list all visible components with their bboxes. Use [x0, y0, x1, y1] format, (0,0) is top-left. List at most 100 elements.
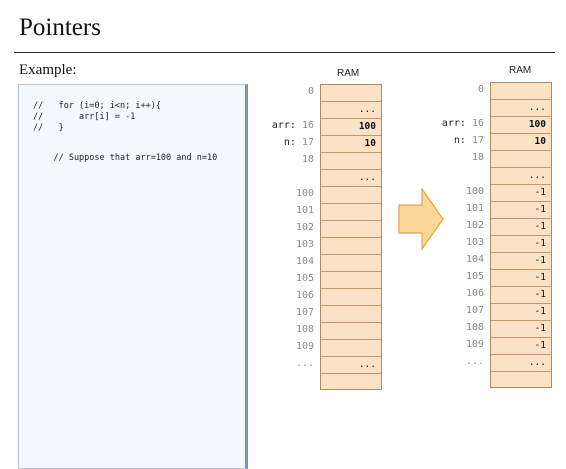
memory-cell: -1 — [490, 218, 552, 235]
address-number: 106 — [295, 290, 314, 301]
memory-cell: -1 — [490, 269, 552, 286]
memory-address: 103 — [432, 235, 484, 251]
memory-cell — [320, 152, 382, 169]
address-number: ... — [295, 358, 314, 369]
memory-address: 0 — [432, 82, 484, 98]
memory-address: ... — [432, 354, 484, 370]
memory-cell — [320, 84, 382, 101]
address-number: 17 — [301, 137, 314, 148]
memory-cell: 10 — [490, 133, 552, 150]
address-number: 101 — [465, 203, 484, 214]
memory-address: 106 — [432, 286, 484, 302]
address-number: 18 — [471, 152, 484, 163]
memory-address: 101 — [432, 201, 484, 217]
address-number: ... — [465, 356, 484, 367]
address-number: 103 — [465, 237, 484, 248]
memory-address: 105 — [262, 271, 314, 287]
title-divider — [14, 52, 555, 53]
address-number: 108 — [465, 322, 484, 333]
address-number: 100 — [465, 186, 484, 197]
memory-cell — [320, 322, 382, 339]
memory-cell: -1 — [490, 320, 552, 337]
address-number: 105 — [295, 273, 314, 284]
memory-cell: 10 — [320, 135, 382, 152]
memory-address: arr: 16 — [262, 118, 314, 134]
memory-cell: 100 — [490, 116, 552, 133]
memory-cell: ... — [320, 356, 382, 373]
address-number: 107 — [465, 305, 484, 316]
variable-name: arr: — [271, 120, 296, 131]
address-number: 106 — [465, 288, 484, 299]
memory-cell: 100 — [320, 118, 382, 135]
memory-address: 102 — [262, 220, 314, 236]
memory-cell: ... — [320, 101, 382, 118]
memory-address: 104 — [432, 252, 484, 268]
memory-address: 0 — [262, 84, 314, 100]
memory-address: 104 — [262, 254, 314, 270]
memory-address: 18 — [432, 150, 484, 166]
address-number: 102 — [465, 220, 484, 231]
memory-address: n: 17 — [432, 133, 484, 149]
memory-address: 100 — [262, 186, 314, 202]
memory-address: 101 — [262, 203, 314, 219]
memory-cell: -1 — [490, 252, 552, 269]
code-line: // Suppose that arr=100 and n=10 — [33, 153, 218, 163]
memory-cell: ... — [490, 99, 552, 116]
memory-cell — [320, 203, 382, 220]
memory-cell: -1 — [490, 235, 552, 252]
variable-name: n: — [283, 137, 296, 148]
memory-cell: ... — [490, 167, 552, 184]
memory-cell — [320, 254, 382, 271]
transition-arrow-icon — [398, 188, 444, 250]
memory-cell — [320, 339, 382, 356]
address-number: 17 — [471, 135, 484, 146]
memory-cell — [320, 186, 382, 203]
address-number: 109 — [295, 341, 314, 352]
memory-address: 108 — [432, 320, 484, 336]
memory-cell: -1 — [490, 201, 552, 218]
memory-address: 108 — [262, 322, 314, 338]
memory-address: 109 — [262, 339, 314, 355]
address-number: 0 — [307, 86, 314, 97]
memory-address: 102 — [432, 218, 484, 234]
memory-cell: ... — [490, 354, 552, 371]
code-line: // arr[i] = -1 — [33, 112, 136, 122]
address-number: 100 — [295, 188, 314, 199]
memory-cell — [320, 373, 382, 390]
memory-address: 106 — [262, 288, 314, 304]
memory-cell: ... — [320, 169, 382, 186]
memory-cell: -1 — [490, 337, 552, 354]
code-line: // } — [33, 123, 64, 133]
memory-address: 107 — [432, 303, 484, 319]
memory-address: 18 — [262, 152, 314, 168]
variable-name: arr: — [441, 118, 466, 129]
memory-cell — [320, 288, 382, 305]
variable-name: n: — [453, 135, 466, 146]
address-number: 0 — [477, 84, 484, 95]
memory-cell: -1 — [490, 184, 552, 201]
memory-address: n: 17 — [262, 135, 314, 151]
ram-title-after: RAM — [509, 65, 532, 76]
memory-address: ... — [262, 356, 314, 372]
code-line: // for (i=0; i<n; i++){ — [33, 101, 161, 111]
address-number: 104 — [465, 254, 484, 265]
memory-cell: -1 — [490, 303, 552, 320]
memory-cell — [490, 150, 552, 167]
address-number: 109 — [465, 339, 484, 350]
memory-address: 107 — [262, 305, 314, 321]
address-number: 101 — [295, 205, 314, 216]
memory-address: 103 — [262, 237, 314, 253]
code-panel: // for (i=0; i<n; i++){ // arr[i] = -1 /… — [18, 84, 248, 469]
address-number: 16 — [471, 118, 484, 129]
memory-cell — [320, 237, 382, 254]
memory-cell — [320, 305, 382, 322]
memory-address: 109 — [432, 337, 484, 353]
memory-cell: -1 — [490, 286, 552, 303]
memory-cell — [320, 271, 382, 288]
memory-cell — [320, 220, 382, 237]
address-number: 107 — [295, 307, 314, 318]
memory-cell — [490, 82, 552, 99]
memory-address: 105 — [432, 269, 484, 285]
example-label: Example: — [19, 62, 77, 78]
address-number: 18 — [301, 154, 314, 165]
